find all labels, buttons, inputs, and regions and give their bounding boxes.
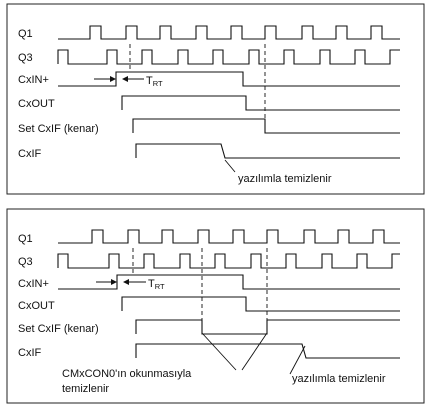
p2-note-leader-1 [201, 332, 237, 371]
p1-label-cxin: CxIN+ [18, 74, 49, 86]
panel-2: Q1 Q3 CxIN+ CxOUT Set CxIF (kenar) CxIF … [6, 208, 425, 404]
p1-wave-cxin [58, 71, 400, 87]
p1-trt-label: TRT [146, 75, 163, 88]
p2-label-cxif: CxIF [18, 347, 42, 359]
p2-label-setcxif: Set CxIF (kenar) [18, 323, 99, 335]
p1-label-q3: Q3 [18, 52, 33, 64]
p2-wave-q1 [58, 229, 400, 244]
p2-note-leader-2 [241, 332, 268, 371]
panel-2-frame [6, 208, 425, 404]
p2-note-left-line2: temizlenir [62, 383, 109, 395]
p1-label-setcxif: Set CxIF (kenar) [18, 123, 99, 135]
p1-wave-cxif [135, 143, 400, 159]
p1-wave-cxout [121, 95, 400, 111]
p2-label-cxin: CxIN+ [18, 278, 49, 290]
panel-1-frame [6, 3, 425, 195]
p2-label-cxout: CxOUT [18, 300, 55, 312]
p2-wave-q3 [57, 253, 400, 269]
p1-label-cxif: CxIF [18, 148, 42, 160]
p2-wave-setcxif [135, 319, 400, 335]
p2-wave-cxif [135, 343, 400, 359]
p1-wave-q3 [57, 49, 400, 65]
p2-wave-cxin [58, 274, 400, 290]
p2-note-left-line1: CMxCON0'ın okunmasıyla [62, 368, 192, 380]
p1-note-leader [224, 159, 236, 173]
p1-trt-arrowhead-right [122, 76, 128, 82]
p1-label-cxout: CxOUT [18, 98, 55, 110]
p2-trt-arrowhead-right [123, 279, 129, 285]
p1-trt-arrowhead-left [110, 76, 116, 82]
p2-note-right: yazılımla temizlenir [292, 373, 386, 385]
p2-trt-arrowhead-left [111, 279, 117, 285]
p1-label-q1: Q1 [18, 28, 33, 40]
panel-1: Q1 Q3 CxIN+ CxOUT Set CxIF (kenar) CxIF … [6, 3, 425, 195]
p1-wave-q1 [58, 25, 400, 40]
p2-label-q1: Q1 [18, 233, 33, 245]
p1-note-text: yazılımla temizlenir [238, 173, 332, 185]
p2-wave-cxout [121, 296, 400, 312]
p2-note-leader-3 [289, 345, 306, 375]
p2-label-q3: Q3 [18, 256, 33, 268]
p1-wave-setcxif [132, 118, 400, 134]
p2-trt-label: TRT [148, 278, 165, 291]
